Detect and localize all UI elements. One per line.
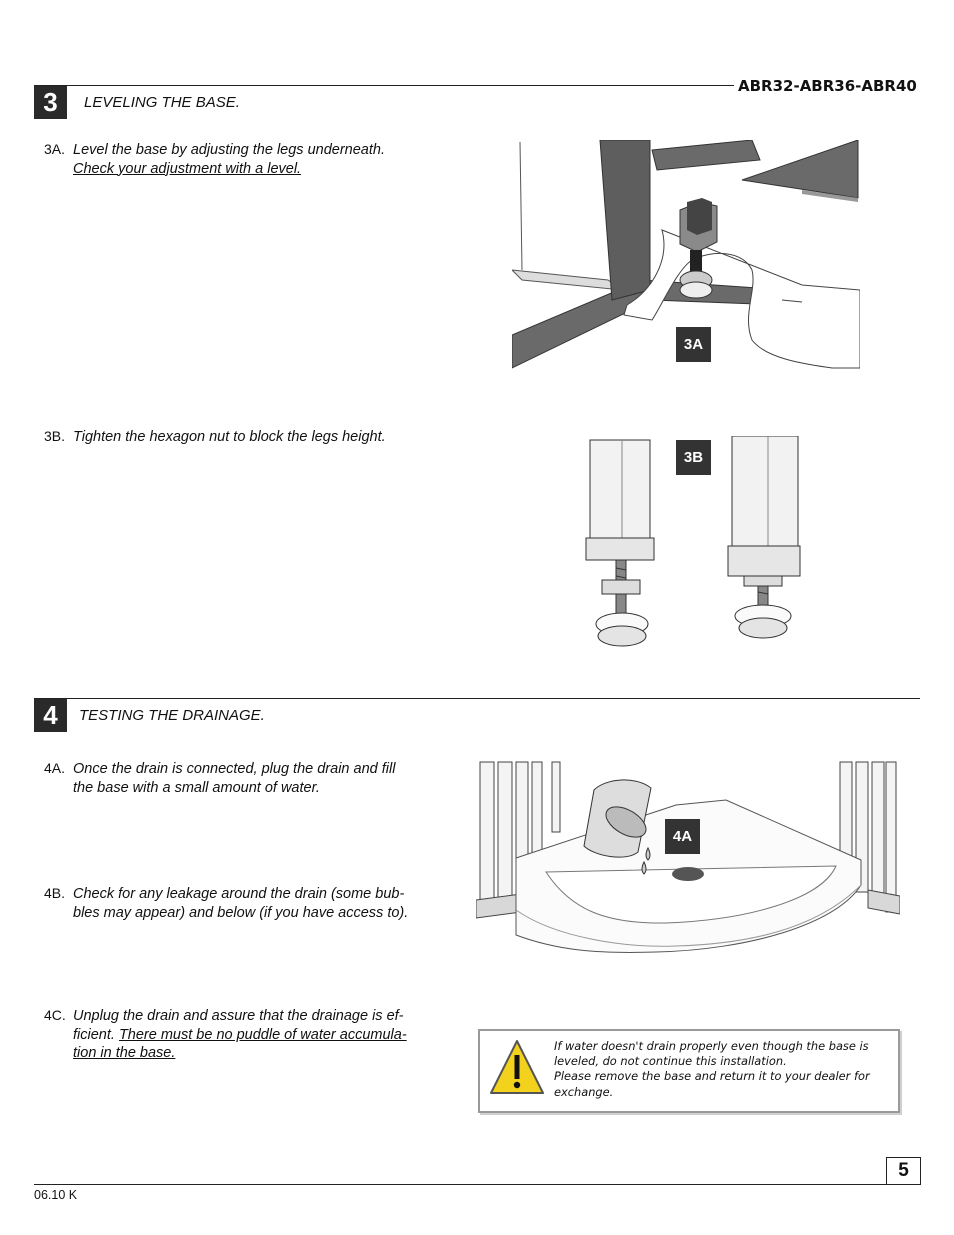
step-4c-line2: ficient. There must be no puddle of wate… [73,1026,407,1045]
figure-3a-tag: 3A [676,327,711,362]
section-4-title: TESTING THE DRAINAGE. [79,707,265,724]
section-4-rule [34,698,920,699]
step-3b-text: Tighten the hexagon nut to block the leg… [73,429,386,445]
step-4b-text: Check for any leakage around the drain (… [73,885,408,922]
warning-triangle-icon [490,1040,544,1094]
step-4c-line2-underlined: There must be no puddle of water accumul… [118,1026,407,1043]
step-4a-line1: Once the drain is connected, plug the dr… [73,761,396,777]
figure-4a-shower-base [476,761,900,953]
model-number: ABR32-ABR36-ABR40 [738,77,917,95]
revision-code: 06.10 K [34,1188,78,1202]
figure-4a-tag: 4A [665,819,700,854]
section-3-title: LEVELING THE BASE. [84,94,240,111]
leg-right [727,436,801,639]
step-4c-text: Unplug the drain and assure that the dra… [73,1007,407,1063]
warning-line4: exchange. [554,1084,614,1099]
figure-3a-leveling-leg [512,140,860,369]
header-rule [34,85,734,86]
warning-box: If water doesn't drain properly even tho… [478,1029,900,1113]
warning-line3: Please remove the base and return it to … [554,1069,870,1084]
step-3a-label: 3A. [44,141,66,157]
step-3a-line1: Level the base by adjusting the legs und… [73,142,385,158]
leg-left [585,439,655,647]
warning-line1: If water doesn't drain properly even tho… [554,1039,869,1053]
page-number: 5 [886,1157,921,1185]
figure-3b-legs [585,436,801,647]
step-4b-label: 4B. [44,885,66,901]
step-4a-line2: the base with a small amount of water. [73,779,320,796]
warning-text: If water doesn't drain properly even tho… [554,1039,870,1100]
step-3b-label: 3B. [44,428,66,444]
step-4b-line1: Check for any leakage around the drain (… [73,886,405,902]
step-4c-line3: tion in the base. [73,1045,176,1061]
step-4c-label: 4C. [44,1007,66,1023]
section-4-number: 4 [34,699,67,732]
water-cup [583,779,652,875]
footer-rule [34,1184,920,1185]
step-3a-text: Level the base by adjusting the legs und… [73,141,385,178]
step-4b-line2: bles may appear) and below (if you have … [73,904,409,921]
step-4a-text: Once the drain is connected, plug the dr… [73,760,395,797]
step-4a-label: 4A. [44,760,66,776]
step-4c-line2-plain: ficient. [73,1026,119,1043]
figure-3b-tag: 3B [676,440,711,475]
warning-line2: leveled, do not continue this installati… [554,1054,787,1069]
step-3a-line2: Check your adjustment with a level. [73,160,302,177]
section-3-number: 3 [34,86,67,119]
step-4c-line1: Unplug the drain and assure that the dra… [73,1008,404,1024]
